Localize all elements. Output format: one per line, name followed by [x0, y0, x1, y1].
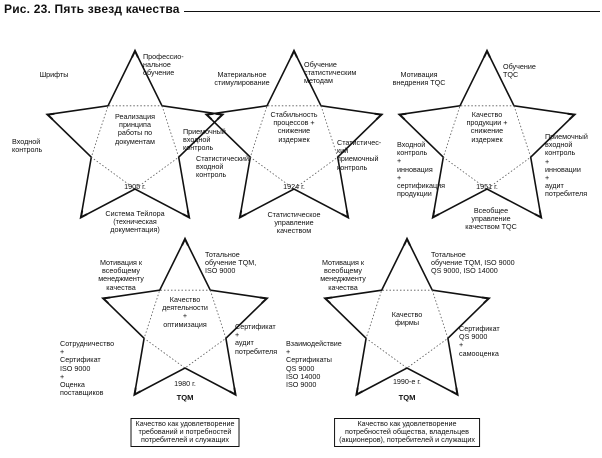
star-3-top-right-label: Обучение TQC: [503, 62, 536, 80]
star-5-caption-label: Качество как удовлетворение потребностей…: [334, 418, 480, 447]
star-1-center-label: Реализация принципа работы по документам: [115, 112, 155, 146]
star-5-top-left-label: Мотивация к всеобщему менеджменту качест…: [320, 258, 366, 292]
star-3-left-label: Входной контроль + инновация + сертифика…: [397, 140, 445, 199]
star-tip-1-0: [131, 48, 139, 58]
star-tip-3-6: [431, 210, 440, 220]
star-tip-5-8: [322, 296, 333, 304]
star-2-top-right-label: Обучение статистическим методам: [304, 60, 357, 86]
star-1-left-label: Входной контроль: [12, 137, 43, 155]
star-tip-4-6: [133, 387, 142, 397]
star-2-center-label: Стабильность процессов + снижение издерж…: [270, 110, 318, 144]
star-outline-4: [101, 237, 269, 397]
star-tip-5-6: [355, 387, 364, 397]
star-tip-2-2: [374, 112, 384, 121]
star-3-year-label: 1951 г.: [476, 182, 498, 191]
star-tip-1-4: [182, 210, 191, 220]
star-3-center-label: Качество продукции + снижение издержек: [466, 110, 508, 144]
star-tip-1-8: [45, 112, 55, 121]
star-tip-4-8: [100, 296, 111, 304]
star-2-bottom-label: Статистическое управление качеством: [267, 210, 321, 236]
star-2-year-label: 1924 г.: [283, 182, 305, 191]
star-2-left-label: Статистический входной контроль: [196, 154, 249, 180]
star-1-top-right-label: Профессио- нальное обучение: [143, 52, 184, 78]
star-5-top-right-label: Тотальное обучение TQM, ISO 9000 QS 9000…: [431, 250, 515, 276]
star-1-top-left-label: Шрифты: [39, 70, 69, 79]
star-2-top-left-label: Материальное стимулирование: [214, 70, 270, 88]
star-outline-3: [397, 49, 577, 219]
star-1-right-label: Приемочный входной контроль: [183, 127, 226, 153]
star-tip-4-4: [228, 387, 237, 397]
star-inner-pentagon-1: [90, 105, 180, 190]
figure-title: Рис. 23. Пять звезд качества: [4, 2, 180, 16]
star-3-bottom-label: Всеобщее управление качеством TQC: [465, 206, 517, 232]
star-tip-3-4: [534, 210, 543, 220]
star-5-left-label: Взаимодействие + Сертификаты QS 9000 ISO…: [286, 339, 342, 390]
star-inner-pentagon-4: [143, 289, 227, 369]
star-tip-4-0: [181, 236, 189, 246]
star-tip-1-6: [79, 210, 88, 220]
star-tip-5-2: [481, 296, 492, 304]
star-tip-3-0: [483, 48, 491, 58]
star-4-top-right-label: Тотальное обучение TQM, ISO 9000: [205, 250, 257, 276]
star-4-left-label: Сотрудничество + Сертификат ISO 9000 + О…: [60, 339, 115, 398]
star-3-right-label: Приемочный входной контроль + инновации …: [545, 132, 588, 199]
star-tip-3-8: [397, 112, 407, 121]
star-inner-pentagon-5: [365, 289, 449, 369]
star-inner-pentagon-3: [442, 105, 532, 190]
star-4-center-label: Качество деятельности + оптимизация: [162, 295, 208, 329]
star-tip-4-2: [259, 296, 270, 304]
star-tip-5-0: [403, 236, 411, 246]
star-outline-1: [45, 49, 225, 219]
star-5-bottom-label: TQM: [398, 393, 416, 402]
star-tip-2-6: [238, 210, 247, 220]
star-tip-2-8: [204, 112, 214, 121]
star-tip-2-4: [341, 210, 350, 220]
star-4-year-label: 1980 г.: [174, 379, 196, 388]
star-5-right-label: Сертификат QS 9000 + самооценка: [459, 324, 500, 358]
star-4-top-left-label: Мотивация к всеобщему менеджменту качест…: [98, 258, 144, 292]
star-2-right-label: Статистичес- кий приемочный контроль: [337, 138, 382, 172]
star-tip-3-2: [567, 112, 577, 121]
star-tip-5-4: [450, 387, 459, 397]
star-outline-2: [204, 49, 384, 219]
star-4-bottom-label: TQM: [176, 393, 194, 402]
star-inner-pentagon-2: [249, 105, 339, 190]
star-4-caption-label: Качество как удовлетворение требований и…: [130, 418, 240, 447]
title-rule: [184, 11, 600, 12]
star-tip-1-2: [215, 112, 225, 121]
star-tip-2-0: [290, 48, 298, 58]
star-3-top-left-label: Мотивация внедрения TQC: [392, 70, 446, 88]
star-1-year-label: 1905 г.: [124, 182, 146, 191]
star-1-bottom-label: Система Тейлора (техническая документаци…: [105, 209, 165, 235]
star-5-center-label: Качество фирмы: [391, 310, 423, 328]
star-5-year-label: 1990-е г.: [392, 377, 422, 386]
star-outline-5: [323, 237, 491, 397]
star-4-right-label: Сертификат + аудит потребителя: [235, 322, 278, 356]
